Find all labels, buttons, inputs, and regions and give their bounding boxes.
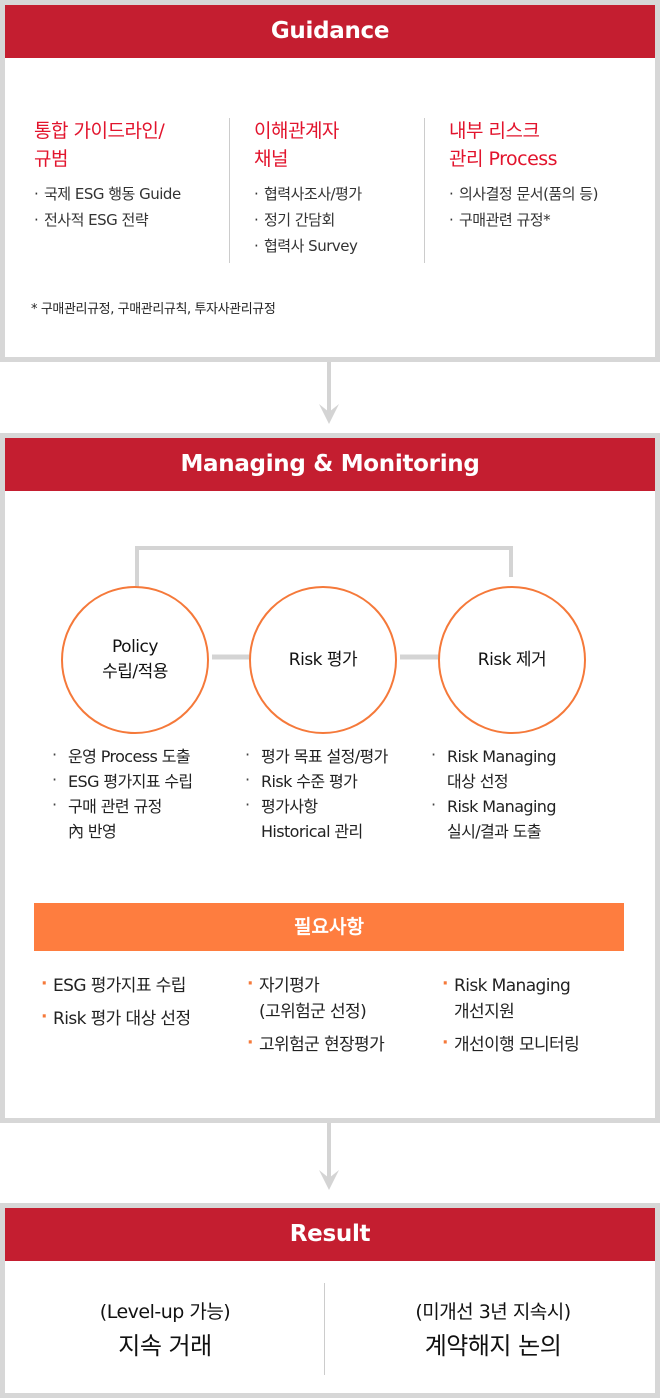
divider <box>424 118 425 263</box>
down-arrow-icon <box>319 362 339 424</box>
list-item: 협력사조사/평가 <box>254 181 434 207</box>
column-list: 국제 ESG 행동 Guide 전사적 ESG 전략 <box>34 181 234 233</box>
requirements-header: 필요사항 <box>34 903 624 951</box>
result-header: Result <box>5 1208 655 1261</box>
guidance-header: Guidance <box>5 5 655 58</box>
list-item: Risk 평가 대상 선정 <box>41 1004 241 1032</box>
list-item: 운영 Process 도출 <box>52 742 232 769</box>
column-list: 의사결정 문서(품의 등) 구매관련 규정* <box>449 181 659 233</box>
circle-risk-assessment: Risk 평가 <box>249 586 397 734</box>
list-item: ESG 평가지표 수립 <box>52 767 232 794</box>
list-item: 고위험군 현장평가 <box>247 1030 447 1058</box>
policy-details: 운영 Process 도출 ESG 평가지표 수립 구매 관련 규정內 반영 <box>52 742 232 844</box>
list-item: 협력사 Survey <box>254 233 434 259</box>
guidance-section: Guidance 통합 가이드라인/ 규범 국제 ESG 행동 Guide 전사… <box>0 0 660 362</box>
column-list: 협력사조사/평가 정기 간담회 협력사 Survey <box>254 181 434 259</box>
list-item: 자기평가(고위험군 선정) <box>247 971 447 1025</box>
list-item: 구매 관련 규정內 반영 <box>52 792 232 844</box>
list-item: 의사결정 문서(품의 등) <box>449 181 659 207</box>
column-title: 내부 리스크 관리 Process <box>449 120 558 170</box>
result-contract-termination: (미개선 3년 지속시) 계약해지 논의 <box>415 1301 571 1360</box>
column-title: 통합 가이드라인/ 규범 <box>34 120 165 170</box>
list-item: 구매관련 규정* <box>449 207 659 233</box>
list-item: 전사적 ESG 전략 <box>34 207 234 233</box>
divider <box>324 1283 325 1375</box>
managing-header: Managing & Monitoring <box>5 438 655 491</box>
guidance-column-internal-risk: 내부 리스크 관리 Process 의사결정 문서(품의 등) 구매관련 규정* <box>449 117 659 233</box>
guidance-column-stakeholder: 이해관계자 채널 협력사조사/평가 정기 간담회 협력사 Survey <box>254 117 434 259</box>
list-item: 국제 ESG 행동 Guide <box>34 181 234 207</box>
list-item: 정기 간담회 <box>254 207 434 233</box>
list-item: ESG 평가지표 수립 <box>41 971 241 999</box>
managing-section: Managing & Monitoring Policy 수립/적용 Risk … <box>0 433 660 1123</box>
list-item: 개선이행 모니터링 <box>442 1030 642 1058</box>
footnote: * 구매관리규정, 구매관리규칙, 투자사관리규정 <box>31 302 276 317</box>
circle-risk-removal: Risk 제거 <box>438 586 586 734</box>
requirements-column-1: ESG 평가지표 수립 Risk 평가 대상 선정 <box>41 971 241 1039</box>
circle-policy: Policy 수립/적용 <box>61 586 209 734</box>
down-arrow-icon <box>319 1123 339 1190</box>
column-title: 이해관계자 채널 <box>254 120 339 170</box>
result-section: Result (Level-up 가능) 지속 거래 (미개선 3년 지속시) … <box>0 1203 660 1398</box>
divider <box>229 118 230 263</box>
list-item: 평가 목표 설정/평가 <box>245 742 435 769</box>
result-continue-trade: (Level-up 가능) 지속 거래 <box>99 1301 231 1360</box>
list-item: Risk 수준 평가 <box>245 767 435 794</box>
requirements-column-2: 자기평가(고위험군 선정) 고위험군 현장평가 <box>247 971 447 1065</box>
guidance-column-guidelines: 통합 가이드라인/ 규범 국제 ESG 행동 Guide 전사적 ESG 전략 <box>34 117 234 233</box>
